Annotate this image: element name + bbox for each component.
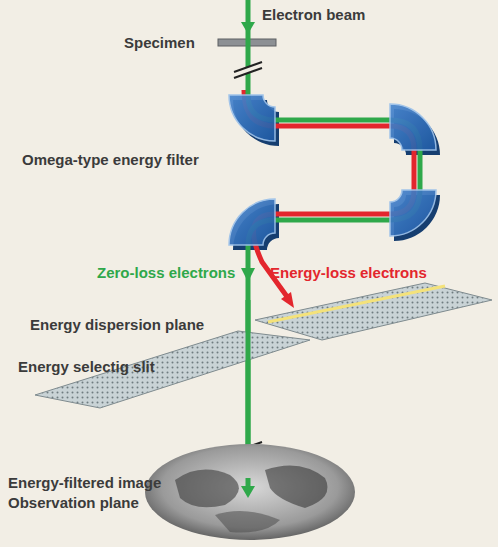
break-mark bbox=[234, 62, 262, 78]
dispersion-line bbox=[268, 286, 445, 322]
part-label: Energy-filtered image bbox=[8, 474, 161, 492]
part-label: Observation plane bbox=[8, 494, 139, 512]
part-label: Specimen bbox=[124, 34, 195, 52]
part-label: Energy-loss electrons bbox=[270, 264, 427, 282]
green-arrowhead bbox=[241, 268, 255, 282]
green-arrowhead bbox=[241, 22, 255, 34]
green-arrowhead bbox=[241, 486, 255, 498]
omega-magnets bbox=[229, 95, 436, 245]
zero-loss-path bbox=[248, 0, 420, 478]
part-label: Zero-loss electrons bbox=[97, 264, 235, 282]
part-label: Electron beam bbox=[262, 6, 365, 24]
red-arrowhead bbox=[281, 292, 294, 308]
part-label: Energy dispersion plane bbox=[30, 316, 204, 334]
part-label: Omega-type energy filter bbox=[22, 151, 199, 169]
dispersion-plate bbox=[255, 283, 492, 340]
filtered-image bbox=[145, 444, 355, 540]
part-label: Energy selectig slit bbox=[18, 358, 155, 376]
